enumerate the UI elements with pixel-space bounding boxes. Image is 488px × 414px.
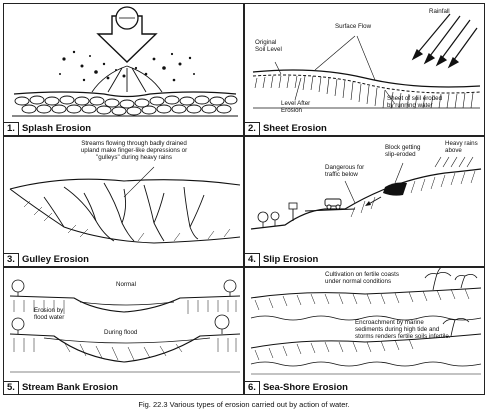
label-dangerous-traffic: Dangerous for traffic below	[325, 164, 365, 178]
panel-splash-erosion: 1.Splash Erosion	[3, 3, 244, 136]
label-gulley-note: Streams flowing through badly drained up…	[80, 140, 188, 161]
panel-title: Sea-Shore Erosion	[262, 382, 348, 393]
panel-number: 5.	[4, 381, 19, 394]
panel-caption: 1.Splash Erosion	[4, 122, 91, 135]
label-level-after-erosion: Level After Erosion	[281, 100, 311, 114]
gulley-erosion-illustration	[9, 166, 241, 244]
palm-tree-icon	[424, 268, 478, 291]
label-original-soil-level: Original Soil Level	[255, 39, 282, 53]
label-cultivation-fertile: Cultivation on fertile coasts under norm…	[325, 271, 399, 285]
panel-number: 4.	[245, 253, 260, 266]
label-rainfall: Rainfall	[429, 8, 450, 15]
panel-title: Sheet Erosion	[262, 123, 327, 134]
sheet-erosion-illustration	[252, 13, 481, 109]
label-erosion-flood-water: Erosion by flood water	[34, 307, 65, 321]
panel-title: Stream Bank Erosion	[21, 382, 119, 393]
panel-caption: 5.Stream Bank Erosion	[4, 381, 118, 394]
label-normal: Normal	[116, 281, 136, 288]
stream-bank-erosion-illustration	[9, 279, 241, 373]
panel-caption: 3.Gulley Erosion	[4, 253, 89, 266]
slip-erosion-illustration	[250, 156, 482, 230]
panel-title: Splash Erosion	[21, 123, 92, 134]
panel-sea-shore-erosion: Cultivation on fertile coasts under norm…	[244, 267, 485, 395]
label-sheet-of-soil: Sheet of soil eroded by running water	[387, 95, 443, 109]
panel-title: Slip Erosion	[262, 254, 319, 265]
panel-gulley-erosion: Streams flowing through badly drained up…	[3, 136, 244, 267]
label-block-slip: Block getting slip-eroded	[385, 144, 421, 158]
sea-shore-erosion-illustration	[250, 268, 482, 375]
panel-slip-erosion: Block getting slip-eroded Heavy rains ab…	[244, 136, 485, 267]
label-encroachment: Encroachment by marine sediments during …	[355, 319, 451, 340]
panel-caption: 2.Sheet Erosion	[245, 122, 327, 135]
panel-number: 2.	[245, 122, 260, 135]
label-heavy-rains: Heavy rains above	[445, 140, 478, 154]
panel-number: 6.	[245, 381, 260, 394]
splash-erosion-illustration	[12, 6, 238, 117]
panel-caption: 6.Sea-Shore Erosion	[245, 381, 348, 394]
panel-sheet-erosion: Rainfall Surface Flow Original Soil Leve…	[244, 3, 485, 136]
car-icon	[324, 198, 342, 210]
panel-number: 3.	[4, 253, 19, 266]
panel-stream-bank-erosion: Normal Erosion by flood water During flo…	[3, 267, 244, 395]
panel-caption: 4.Slip Erosion	[245, 253, 318, 266]
label-during-flood: During flood	[104, 329, 138, 336]
label-surface-flow: Surface Flow	[334, 23, 372, 30]
panel-number: 1.	[4, 122, 19, 135]
figure-caption: Fig. 22.3 Various types of erosion carri…	[138, 400, 350, 409]
panel-title: Gulley Erosion	[21, 254, 89, 265]
